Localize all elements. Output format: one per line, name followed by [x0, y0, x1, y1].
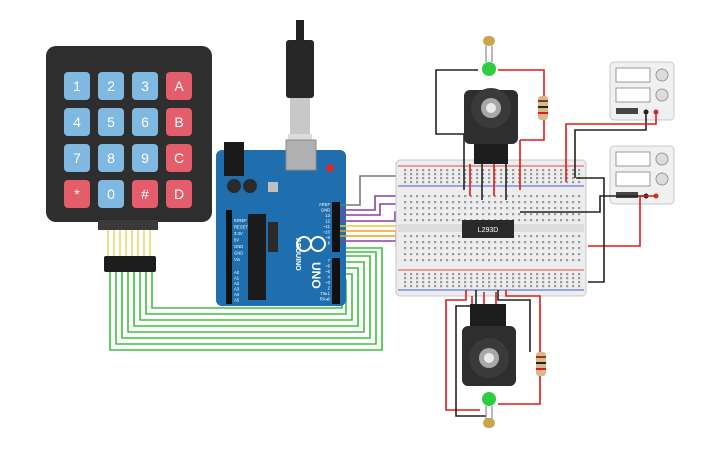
arduino-brand: ARDUINO [294, 238, 301, 271]
pin-label: A1 [234, 276, 240, 281]
keypad-key-label: 5 [107, 114, 115, 130]
pin-label: AREF [319, 202, 331, 207]
power-wires [520, 112, 657, 283]
keypad-key-label: 3 [141, 78, 149, 94]
pin-label: IOREF [234, 218, 247, 223]
top-rotary-encoder [464, 88, 518, 164]
keypad-connector [104, 256, 156, 272]
keypad-key-label: 0 [107, 186, 115, 202]
pin-label: 7 [328, 258, 331, 263]
keypad-key-6[interactable]: 6 [132, 108, 158, 136]
pin-label: ~10 [323, 230, 331, 235]
keypad-key-9[interactable]: 9 [132, 144, 158, 172]
keypad-key-label: 1 [73, 78, 81, 94]
keypad-key-0[interactable]: 0 [98, 180, 124, 208]
arduino-logo [296, 236, 326, 252]
keypad-key-A[interactable]: A [166, 72, 192, 100]
pin-label: RESET [234, 225, 248, 230]
keypad-key-7[interactable]: 7 [64, 144, 90, 172]
pin-label: RX◂0 [320, 297, 331, 302]
keypad-key-8[interactable]: 8 [98, 144, 124, 172]
pin-label: ~6 [325, 264, 330, 269]
keypad-key-label: D [174, 186, 184, 202]
keypad-key-5[interactable]: 5 [98, 108, 124, 136]
top-wires [435, 69, 545, 200]
pin-label: GND [234, 251, 243, 256]
power-supply-2 [609, 145, 675, 205]
keypad-key-B[interactable]: B [166, 108, 192, 136]
pin-label: A2 [234, 281, 240, 286]
pin-label: ~11 [323, 224, 330, 229]
keypad-key-label: 8 [107, 150, 115, 166]
top-led-green [482, 36, 496, 76]
keypad-key-1[interactable]: 1 [64, 72, 90, 100]
pin-label: A4 [234, 292, 240, 297]
pin-label: 2 [328, 286, 331, 291]
keypad-key-label: # [141, 186, 149, 202]
pin-label: ~5 [325, 269, 330, 274]
pin-label: TX▸1 [320, 291, 330, 296]
keypad-key-label: 2 [107, 78, 115, 94]
keypad-4x4[interactable]: 1 2 3 A 4 5 6 B 7 8 9 C * 0 # D [46, 46, 212, 272]
usb-cable [286, 20, 314, 150]
keypad-key-label: 9 [141, 150, 149, 166]
keypad-key-label: B [174, 114, 183, 130]
pin-label: A3 [234, 287, 240, 292]
pin-label: 8 [328, 241, 331, 246]
keypad-key-label: A [174, 78, 184, 94]
l293d-driver-chip: L293D [462, 220, 514, 238]
keypad-wires [109, 247, 383, 351]
pin-label: 3.3V [234, 231, 243, 236]
bottom-resistor [536, 352, 546, 376]
power-supply-1 [609, 61, 675, 121]
keypad-key-*[interactable]: * [64, 180, 90, 208]
pin-label: 12 [325, 219, 330, 224]
pin-label: A5 [234, 298, 240, 303]
pin-label: A0 [234, 270, 240, 275]
pin-label: Vin [234, 257, 241, 262]
pin-label: 13 [325, 213, 330, 218]
keypad-key-label: 7 [73, 150, 81, 166]
keypad-key-label: 4 [73, 114, 81, 130]
keypad-key-label: C [174, 150, 184, 166]
bottom-rotary-encoder [462, 304, 516, 386]
pin-label: GND [321, 208, 330, 213]
chip-label: L293D [478, 227, 499, 234]
arduino-model: UNO [309, 262, 323, 289]
keypad-key-4[interactable]: 4 [64, 108, 90, 136]
top-resistor [538, 96, 548, 120]
pin-label: ~9 [325, 235, 330, 240]
pin-label: GND [234, 244, 243, 249]
keypad-key-3[interactable]: 3 [132, 72, 158, 100]
keypad-key-label: 6 [141, 114, 149, 130]
keypad-key-#[interactable]: # [132, 180, 158, 208]
pin-label: 4 [328, 275, 331, 280]
bottom-wires [445, 290, 541, 417]
bottom-led-green [482, 392, 496, 428]
keypad-key-label: * [74, 186, 80, 202]
pin-label: 5V [234, 238, 239, 243]
pin-label: ~3 [325, 280, 330, 285]
keypad-key-C[interactable]: C [166, 144, 192, 172]
keypad-key-2[interactable]: 2 [98, 72, 124, 100]
keypad-key-D[interactable]: D [166, 180, 192, 208]
